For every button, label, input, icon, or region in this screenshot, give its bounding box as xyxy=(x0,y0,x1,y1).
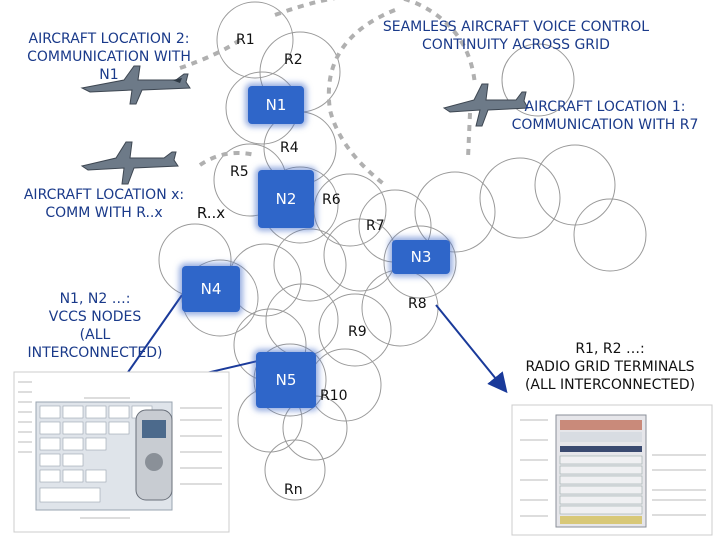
aircraft-icon xyxy=(442,83,529,127)
aircraft-icon xyxy=(80,141,179,185)
label-line: AIRCRAFT LOCATION 2: xyxy=(28,31,190,47)
radio-r1: R1 xyxy=(236,32,255,48)
note-line: (ALL INTERCONNECTED) xyxy=(524,377,696,393)
radio-r8: R8 xyxy=(408,296,427,312)
node-n4: N4 xyxy=(182,266,240,312)
radio-r10: R10 xyxy=(320,388,348,404)
note-line: VCCS NODES xyxy=(48,309,142,325)
label-line: COMMUNICATION WITH xyxy=(27,49,191,65)
note-line: (ALL xyxy=(79,327,111,343)
note-line: RADIO GRID TERMINALS xyxy=(525,359,695,375)
vccs-screen-thumbnail xyxy=(13,371,230,533)
node-n5: N5 xyxy=(256,352,316,408)
radio-r9: R9 xyxy=(348,324,367,340)
title-line: CONTINUITY ACROSS GRID xyxy=(422,37,610,53)
label-line: N1 xyxy=(99,67,119,83)
radio-rx-label: R..x xyxy=(196,204,226,222)
radio-terminals-note: R1, R2 …: RADIO GRID TERMINALS (ALL INTE… xyxy=(500,340,720,394)
radio-r5: R5 xyxy=(230,164,249,180)
aircraft-location-2-label: AIRCRAFT LOCATION 2: COMMUNICATION WITH … xyxy=(6,30,212,84)
radio-r6: R6 xyxy=(322,192,341,208)
note-line: N1, N2 …: xyxy=(59,291,131,307)
vccs-nodes-note: N1, N2 …: VCCS NODES (ALL INTERCONNECTED… xyxy=(10,290,180,362)
radio-terminal-thumbnail xyxy=(511,404,713,536)
node-n2: N2 xyxy=(258,170,314,228)
label-line: COMMUNICATION WITH R7 xyxy=(511,117,699,133)
diagram-title: SEAMLESS AIRCRAFT VOICE CONTROL CONTINUI… xyxy=(356,18,676,54)
note-line: INTERCONNECTED) xyxy=(27,345,163,361)
node-n1: N1 xyxy=(248,86,304,124)
aircraft-icon xyxy=(80,65,191,105)
radio-r4: R4 xyxy=(280,140,299,156)
label-line: AIRCRAFT LOCATION 1: xyxy=(524,99,686,115)
aircraft-location-1-label: AIRCRAFT LOCATION 1: COMMUNICATION WITH … xyxy=(492,98,718,134)
radio-rn: Rn xyxy=(284,482,303,498)
aircraft-links xyxy=(179,0,477,187)
node-n3: N3 xyxy=(392,240,450,274)
label-line: AIRCRAFT LOCATION x: xyxy=(23,187,185,203)
note-line: R1, R2 …: xyxy=(575,341,645,357)
title-line: SEAMLESS AIRCRAFT VOICE CONTROL xyxy=(382,19,650,35)
radio-r7: R7 xyxy=(366,218,385,234)
label-line: COMM WITH R..x xyxy=(45,205,163,221)
radio-r2: R2 xyxy=(284,52,303,68)
aircraft-location-x-label: AIRCRAFT LOCATION x: COMM WITH R..x xyxy=(4,186,204,222)
